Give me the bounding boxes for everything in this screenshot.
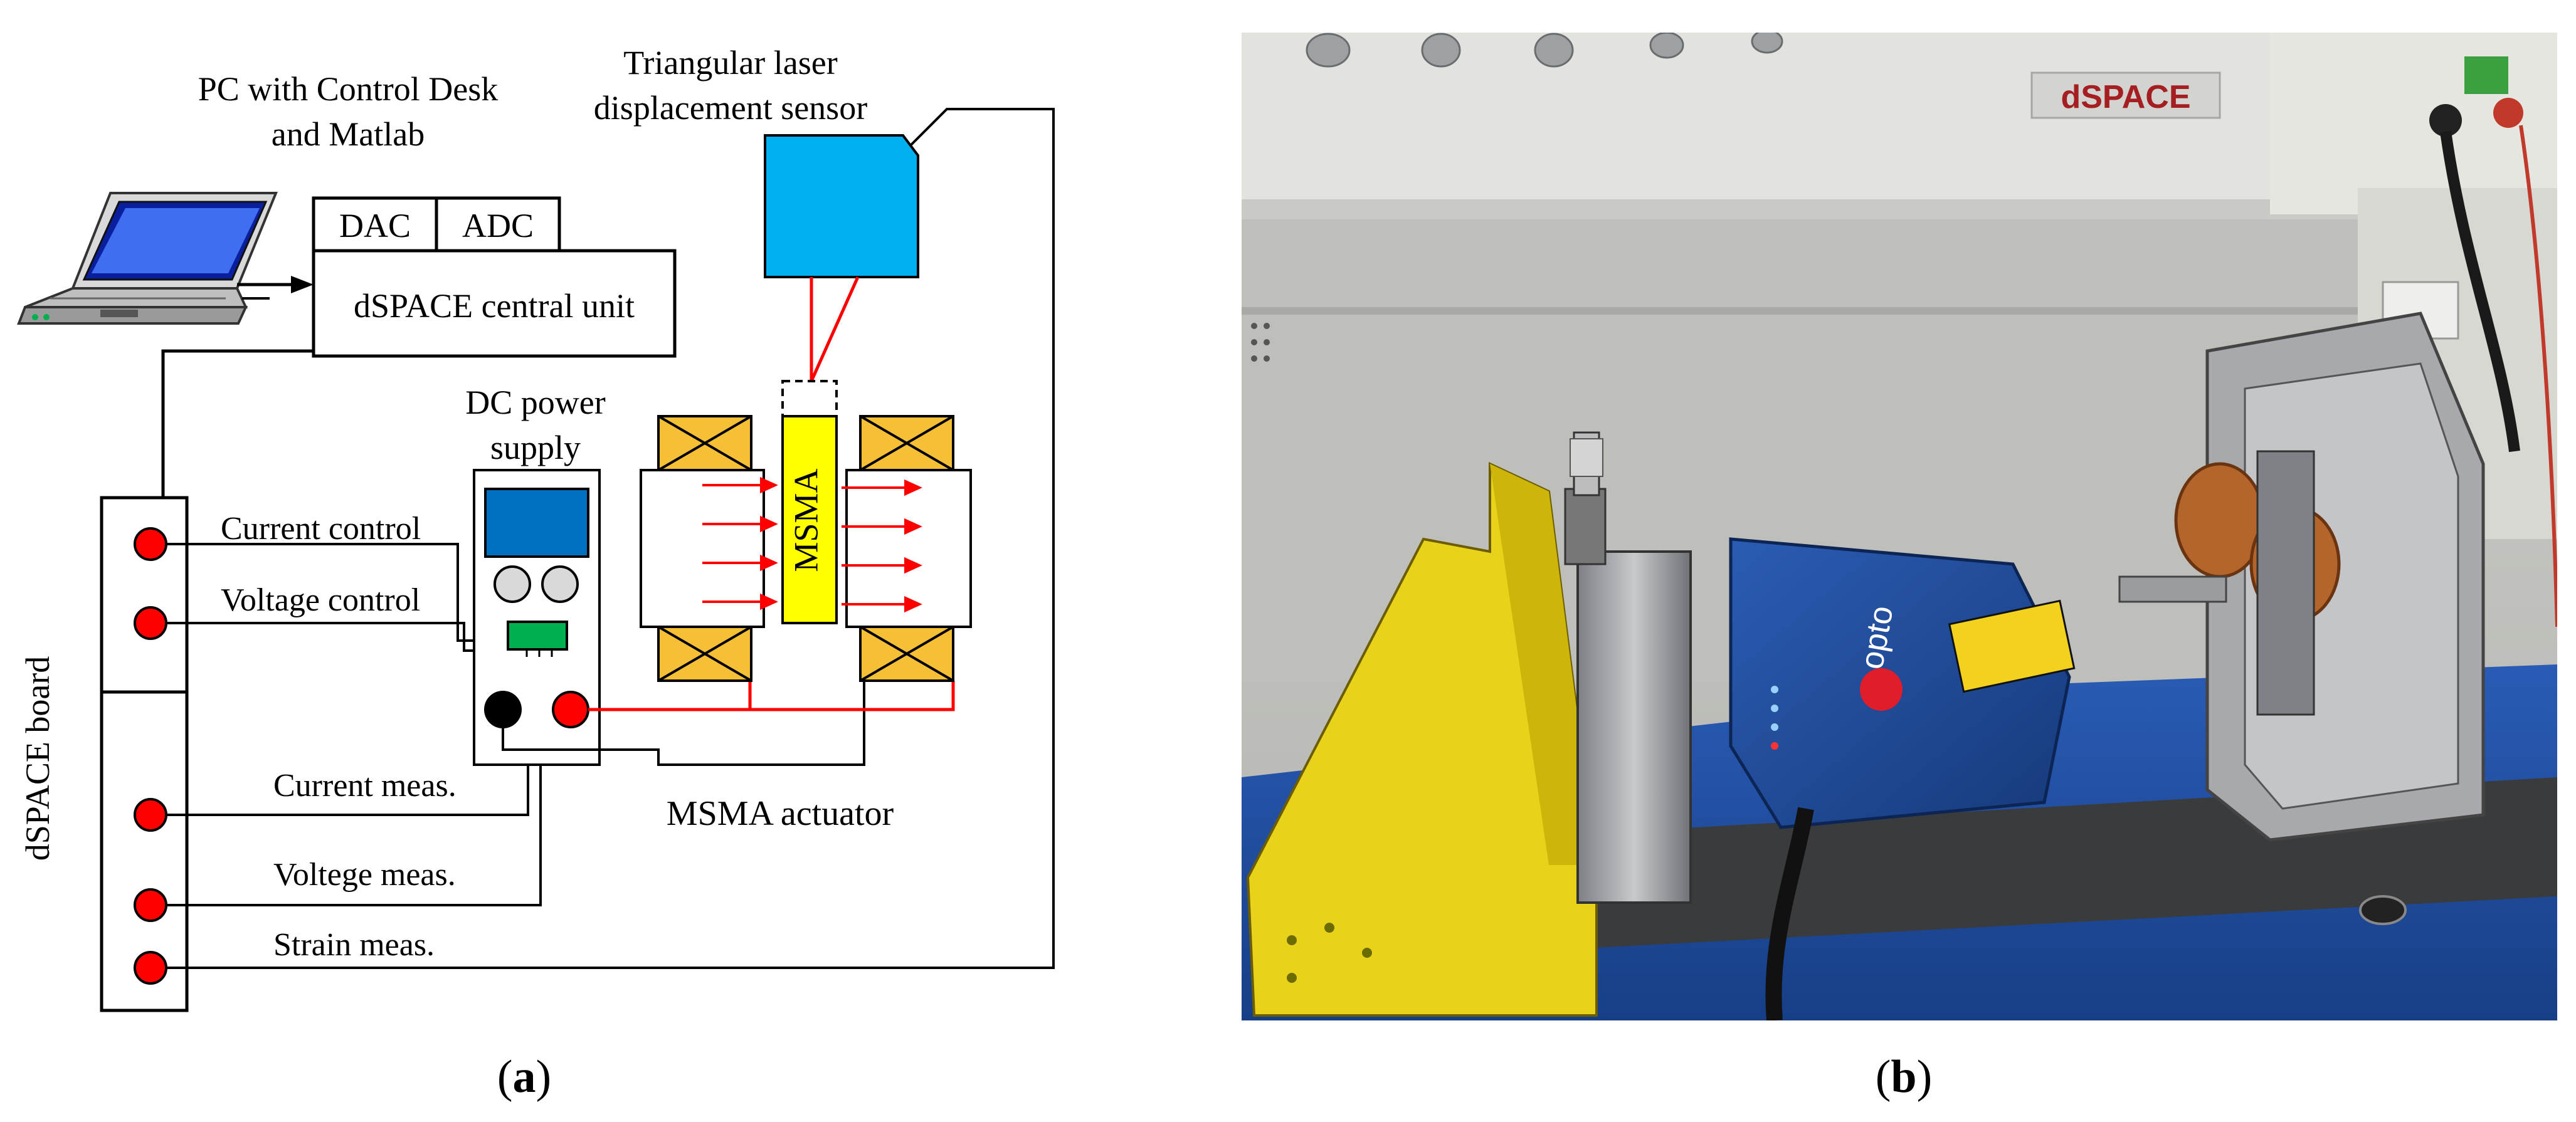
adc-label: ADC: [462, 207, 534, 244]
panel-a-schematic: PC with Control Desk and Matlab Triangul…: [17, 44, 1055, 1012]
pc-label-line1: PC with Control Desk: [198, 70, 499, 108]
caption-b-close: ): [1917, 1051, 1933, 1103]
laser-sensor: [764, 134, 919, 278]
caption-b-open: (: [1876, 1051, 1891, 1103]
label-strain-meas: Strain meas.: [273, 927, 435, 963]
dac-label: DAC: [339, 207, 411, 244]
terminal-strain-meas: [134, 951, 167, 985]
terminal-voltage-control: [134, 606, 167, 640]
psu-knob-right: [541, 565, 579, 603]
sensor-label-line2: displacement sensor: [594, 89, 867, 127]
caption-a-letter: a: [513, 1051, 536, 1103]
panel-b-photo: dSPACE opto: [1242, 33, 2557, 1020]
board-label: dSPACE board: [19, 656, 56, 861]
photo-dspace-label: dSPACE: [2061, 79, 2190, 115]
dspace-board-upper: [100, 496, 189, 694]
caption-a-open: (: [497, 1051, 513, 1103]
yoke-left: [640, 469, 765, 628]
caption-a: (a): [497, 1051, 551, 1103]
terminal-voltage-meas: [134, 888, 167, 922]
psu-label-line2: supply: [490, 429, 581, 466]
terminal-current-meas: [134, 798, 167, 832]
msma-element: [781, 415, 838, 624]
photo-micrometer-stage: [1576, 550, 1692, 904]
psu-terminal-negative: [484, 691, 522, 728]
caption-b: (b): [1876, 1051, 1932, 1103]
label-current-meas: Current meas.: [273, 768, 457, 804]
psu-control-connector: [507, 621, 568, 651]
arrow-head: [291, 276, 314, 293]
central-unit-label: dSPACE central unit: [354, 287, 635, 325]
msma-label: MSMA: [787, 468, 825, 572]
laser-beam: [810, 276, 860, 382]
psu-terminal-positive: [552, 691, 589, 728]
actuator-coils: [657, 415, 954, 682]
psu-knob-left: [494, 565, 531, 603]
wire-power-black: [502, 681, 865, 766]
msma-stroke-outline: [781, 380, 838, 417]
caption-b-letter: b: [1891, 1051, 1916, 1103]
caption-a-close: ): [536, 1051, 552, 1103]
psu-label-line1: DC power: [465, 384, 605, 421]
sensor-label-line1: Triangular laser: [623, 44, 837, 81]
label-voltage-control: Voltage control: [221, 582, 420, 618]
label-current-control: Current control: [221, 511, 421, 547]
flux-arrows: [702, 476, 922, 613]
pc-label-line2: and Matlab: [272, 115, 425, 153]
laptop-icon: [17, 192, 278, 325]
dspace-central-unit: [312, 249, 677, 358]
terminal-current-control: [134, 527, 167, 561]
wire-power-red: [588, 681, 955, 711]
wire-strain-meas: [166, 108, 1055, 969]
actuator-label: MSMA actuator: [667, 794, 894, 833]
psu-screen: [484, 488, 589, 558]
label-voltage-meas: Voltege meas.: [273, 857, 456, 893]
